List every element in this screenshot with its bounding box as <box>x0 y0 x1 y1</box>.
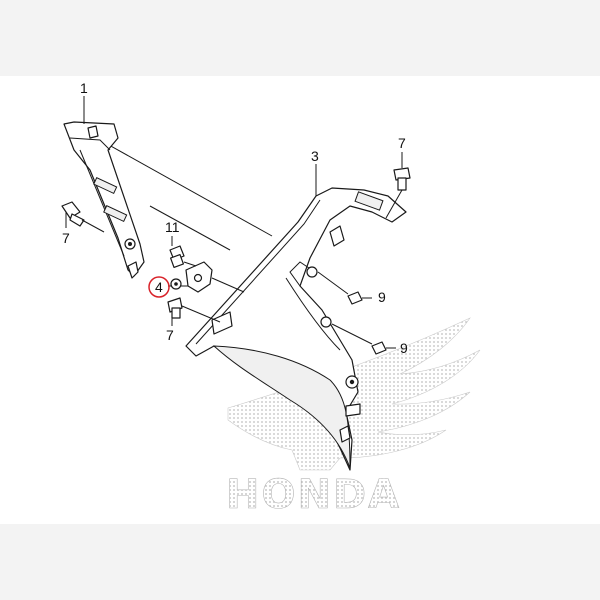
part-9-clip-upper <box>317 271 372 305</box>
part-11-bolt <box>169 236 197 269</box>
callout-part-11: 11 <box>165 219 180 235</box>
leader-1-3 <box>99 139 273 237</box>
part-9-clip-lower <box>331 323 396 355</box>
callout-part-7-bottom: 7 <box>166 327 174 343</box>
callout-part-1: 1 <box>80 80 88 96</box>
callout-part-7-top: 7 <box>398 135 406 151</box>
callout-part-3: 3 <box>311 148 319 164</box>
callout-part-4: 4 <box>155 279 163 295</box>
part-4-highlight-ring <box>148 276 170 298</box>
callout-part-9-lower: 9 <box>400 340 408 356</box>
part-1-side-panel <box>63 121 145 279</box>
part-3-front-cowl <box>185 187 407 471</box>
part-4-clip-nut <box>168 261 245 293</box>
callout-part-7-left: 7 <box>62 230 70 246</box>
leader-1-mid <box>149 205 231 251</box>
part-7-screw-left <box>61 201 105 233</box>
honda-brand-watermark: HONDA <box>226 472 401 518</box>
callout-part-9-upper: 9 <box>378 289 386 305</box>
part-7-screw-top <box>385 152 411 219</box>
part-spacer-nut <box>170 278 182 290</box>
part-7-screw-bottom <box>167 297 221 323</box>
